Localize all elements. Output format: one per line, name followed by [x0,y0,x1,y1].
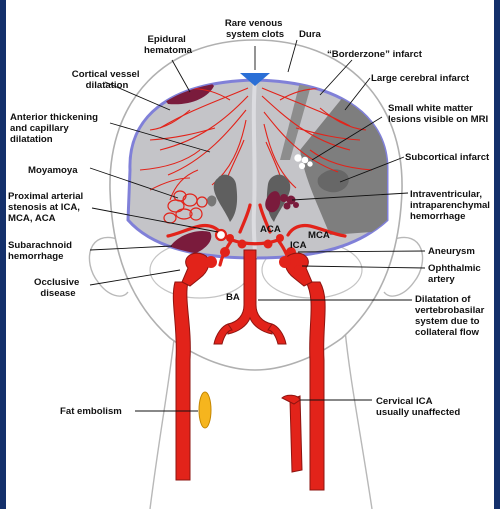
label-intraventricular: Intraventricular, intraparenchymal hemor… [410,189,493,222]
label-subcortical-infarct: Subcortical infarct [405,152,490,163]
label-subarachnoid: Subarachnoid hemorrhage [8,240,75,262]
label-ica: ICA [290,240,307,251]
label-small-white-matter: Small white matter lesions visible on MR… [388,103,489,125]
label-cervical-ica: Cervical ICA usually unaffected [376,396,460,418]
label-borderzone-infarct: “Borderzone” infarct [327,49,423,60]
label-epidural-hematoma: Epidural hematoma [144,34,193,56]
label-dilatation-vb: Dilatation of vertebrobasilar system due… [415,294,487,338]
label-fat-embolism: Fat embolism [60,406,122,417]
label-proximal-stenosis: Proximal arterial stenosis at ICA, MCA, … [8,191,86,224]
label-occlusive-disease: Occlusive disease [34,277,82,299]
label-cortical-vessel: Cortical vessel dilatation [72,69,142,91]
label-aneurysm: Aneurysm [428,246,475,257]
label-mca: MCA [308,230,330,241]
label-large-cerebral-infarct: Large cerebral infarct [371,73,470,84]
leader-lines [90,40,425,411]
label-moyamoya: Moyamoya [28,165,78,176]
label-aca: ACA [260,224,281,235]
label-dura: Dura [299,29,322,40]
label-ba: BA [226,292,240,303]
label-ophthalmic-artery: Ophthalmic artery [428,263,483,285]
label-rare-venous: Rare venous system clots [225,18,285,40]
label-anterior-thickening: Anterior thickening and capillary dilata… [10,112,101,145]
